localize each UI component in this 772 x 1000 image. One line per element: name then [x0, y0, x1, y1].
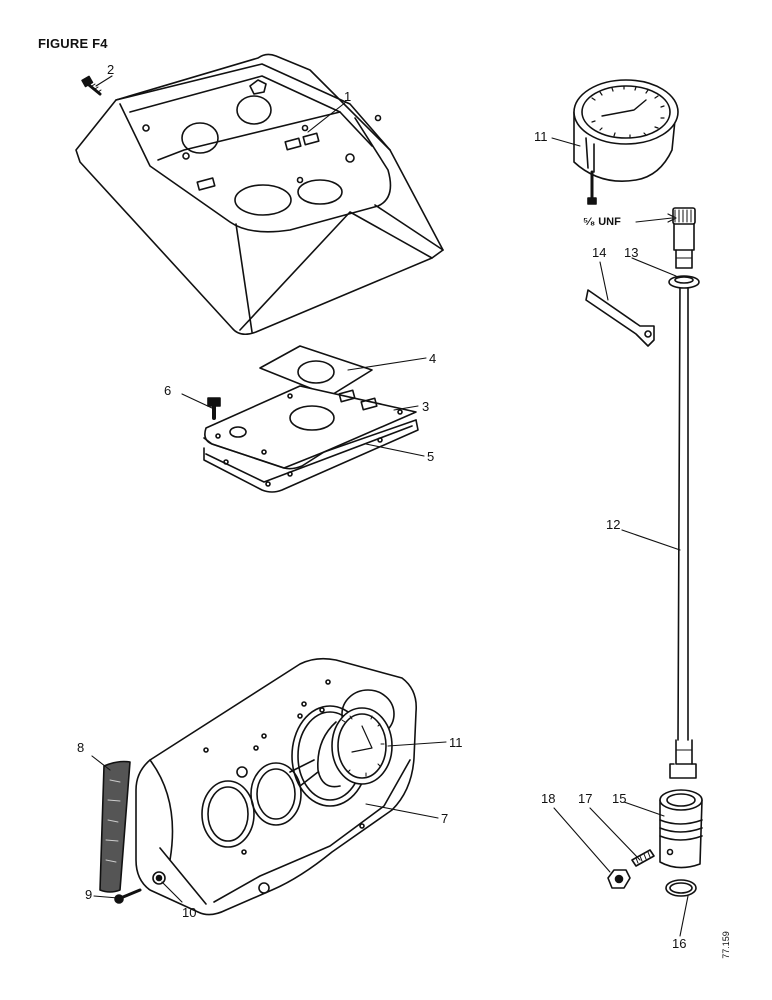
callout-7: 7	[441, 811, 449, 826]
screw-part-9	[114, 888, 142, 904]
lower-cowl-part-7	[135, 657, 418, 916]
clip-part-14	[585, 289, 655, 347]
callout-13: 13	[624, 245, 639, 260]
nut-part-10	[152, 871, 166, 885]
drive-cable-part-12	[669, 207, 697, 779]
screw-part-6	[207, 397, 221, 420]
callout-4: 4	[429, 351, 437, 366]
drawing-reference-number: 77.159	[720, 931, 731, 959]
callout-17: 17	[578, 791, 593, 806]
callout-9: 9	[85, 887, 93, 902]
screw-part-2	[81, 75, 102, 96]
gasket-part-4	[259, 345, 373, 397]
adaptor-part-15	[659, 789, 703, 869]
nut-part-18	[607, 869, 631, 889]
grub-screw-part-17	[631, 849, 655, 867]
mounting-plate-part-3	[203, 385, 417, 470]
callout-6: 6	[164, 383, 172, 398]
callout-2: 2	[107, 62, 115, 77]
callout-14: 14	[592, 245, 607, 260]
leader-lines	[91, 75, 689, 937]
callout-5: 5	[427, 449, 435, 464]
gasket-part-5	[203, 419, 419, 493]
foam-strip-part-8	[99, 760, 131, 893]
callout-18: 18	[541, 791, 556, 806]
thread-size-note: ⁵⁄₈ UNF	[583, 216, 621, 228]
o-ring-part-16	[665, 879, 697, 897]
callout-1: 1	[344, 89, 352, 104]
callout-10: 10	[182, 905, 197, 920]
gauge-fitted-part-11	[289, 707, 393, 788]
callout-12: 12	[606, 517, 621, 532]
callout-8: 8	[77, 740, 85, 755]
callout-16: 16	[672, 936, 687, 951]
figure-title: FIGURE F4	[38, 36, 108, 51]
gauge-part-11	[573, 79, 679, 205]
upper-shroud	[75, 53, 444, 336]
callout-3: 3	[422, 399, 430, 414]
callout-11-gauge: 11	[534, 129, 548, 144]
callout-11-cowl: 11	[449, 735, 463, 750]
callout-15: 15	[612, 791, 627, 806]
grommet-part-13	[668, 275, 700, 289]
